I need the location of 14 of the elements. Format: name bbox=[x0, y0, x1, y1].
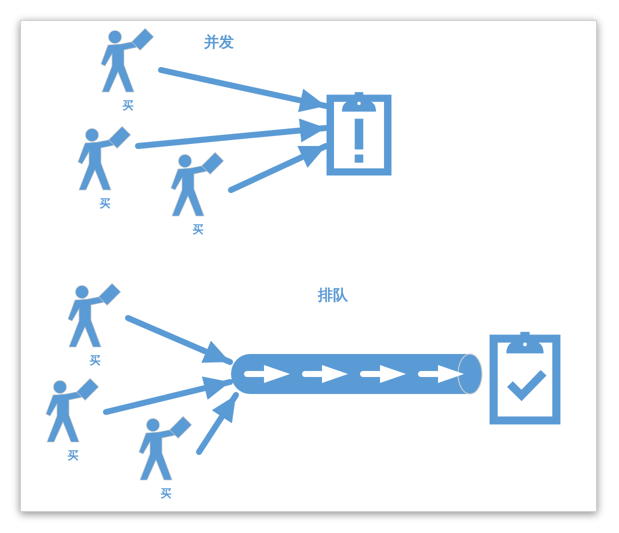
arrow bbox=[228, 143, 329, 193]
section-title: 排队 bbox=[318, 288, 348, 303]
buyer-label: 买 bbox=[122, 100, 134, 111]
arrow bbox=[135, 118, 329, 149]
arrow bbox=[196, 392, 239, 455]
buyer-label: 买 bbox=[90, 355, 100, 366]
buyer-label: 买 bbox=[68, 450, 78, 461]
queue-pipe bbox=[230, 353, 484, 395]
section-title: 并发 bbox=[204, 35, 234, 50]
arrow bbox=[103, 376, 233, 415]
arrow bbox=[158, 67, 329, 112]
buyer-label: 买 bbox=[160, 488, 172, 499]
buyer-label: 买 bbox=[100, 198, 110, 209]
buyer-label: 买 bbox=[192, 224, 204, 235]
